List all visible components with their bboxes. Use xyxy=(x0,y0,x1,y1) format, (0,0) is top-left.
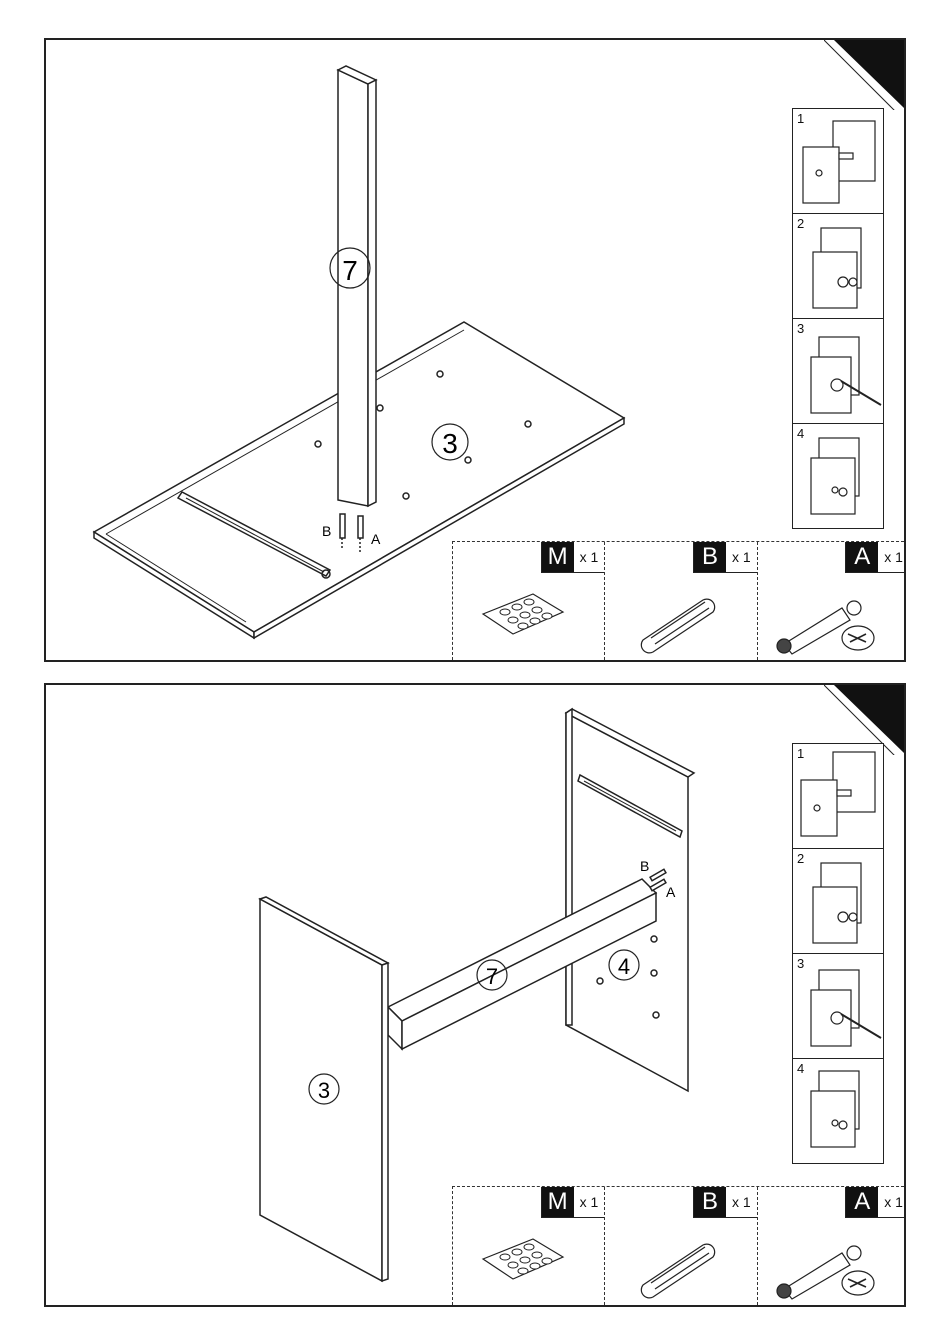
cam-lock-steps: 1 2 3 xyxy=(792,108,884,529)
part-letter: A xyxy=(846,542,878,572)
assembly-step-panel-2: 7 4 3 B A 1 2 xyxy=(44,683,906,1307)
fastener-label-a: A xyxy=(371,531,381,547)
cam-lock-fitting-icon xyxy=(758,572,906,658)
fastener-label-a: A xyxy=(666,884,676,900)
fastener-label-b: B xyxy=(640,858,649,874)
step-4-diagram xyxy=(793,1059,883,1163)
step-3: 3 xyxy=(793,954,883,1059)
part-quantity: x 1 xyxy=(574,1187,605,1217)
step-1-diagram xyxy=(793,109,883,213)
step-4-diagram xyxy=(793,424,883,528)
part-letter: B xyxy=(694,1187,726,1217)
parts-list: M x 1 B x 1 xyxy=(452,1186,906,1305)
dowel-b xyxy=(340,514,345,538)
upright-label: 7 xyxy=(342,255,358,286)
step-2-diagram xyxy=(793,849,883,953)
wooden-dowel-icon xyxy=(605,1217,755,1303)
left-panel-label: 3 xyxy=(318,1078,330,1103)
step-3-diagram xyxy=(793,319,883,423)
part-quantity: x 1 xyxy=(878,542,906,572)
cam-bolt-a xyxy=(358,516,363,538)
assembly-step-panel-1: 7 3 B A 1 2 xyxy=(44,38,906,662)
page-corner-mark xyxy=(824,40,904,110)
step-1: 1 xyxy=(793,109,883,214)
part-letter: M xyxy=(542,1187,574,1217)
parts-list: M x 1 B x 1 xyxy=(452,541,906,660)
upright-7-side xyxy=(368,80,376,506)
part-quantity: x 1 xyxy=(726,542,757,572)
step-1: 1 xyxy=(793,744,883,849)
step-2-diagram xyxy=(793,214,883,318)
cam-lock-fitting-icon xyxy=(758,1217,906,1303)
panel-label: 3 xyxy=(442,428,458,459)
step-2: 2 xyxy=(793,849,883,954)
felt-pads-sheet-icon xyxy=(453,1217,603,1303)
part-a: A x 1 xyxy=(758,1187,906,1305)
step-2: 2 xyxy=(793,214,883,319)
fastener-label-b: B xyxy=(322,523,331,539)
step-3: 3 xyxy=(793,319,883,424)
part-quantity: x 1 xyxy=(574,542,605,572)
part-b: B x 1 xyxy=(605,542,757,660)
part-letter: M xyxy=(542,542,574,572)
step-4: 4 xyxy=(793,424,883,528)
part-m: M x 1 xyxy=(453,1187,605,1305)
step-1-diagram xyxy=(793,744,883,848)
cam-lock-steps: 1 2 3 xyxy=(792,743,884,1164)
part-letter: A xyxy=(846,1187,878,1217)
rail-label: 7 xyxy=(486,964,498,989)
part-a: A x 1 xyxy=(758,542,906,660)
step-3-diagram xyxy=(793,954,883,1058)
part-quantity: x 1 xyxy=(726,1187,757,1217)
wooden-dowel-icon xyxy=(605,572,755,658)
step-4: 4 xyxy=(793,1059,883,1163)
right-panel-label: 4 xyxy=(618,954,630,979)
felt-pads-sheet-icon xyxy=(453,572,603,658)
part-m: M x 1 xyxy=(453,542,605,660)
part-quantity: x 1 xyxy=(878,1187,906,1217)
part-b: B x 1 xyxy=(605,1187,757,1305)
part-letter: B xyxy=(694,542,726,572)
